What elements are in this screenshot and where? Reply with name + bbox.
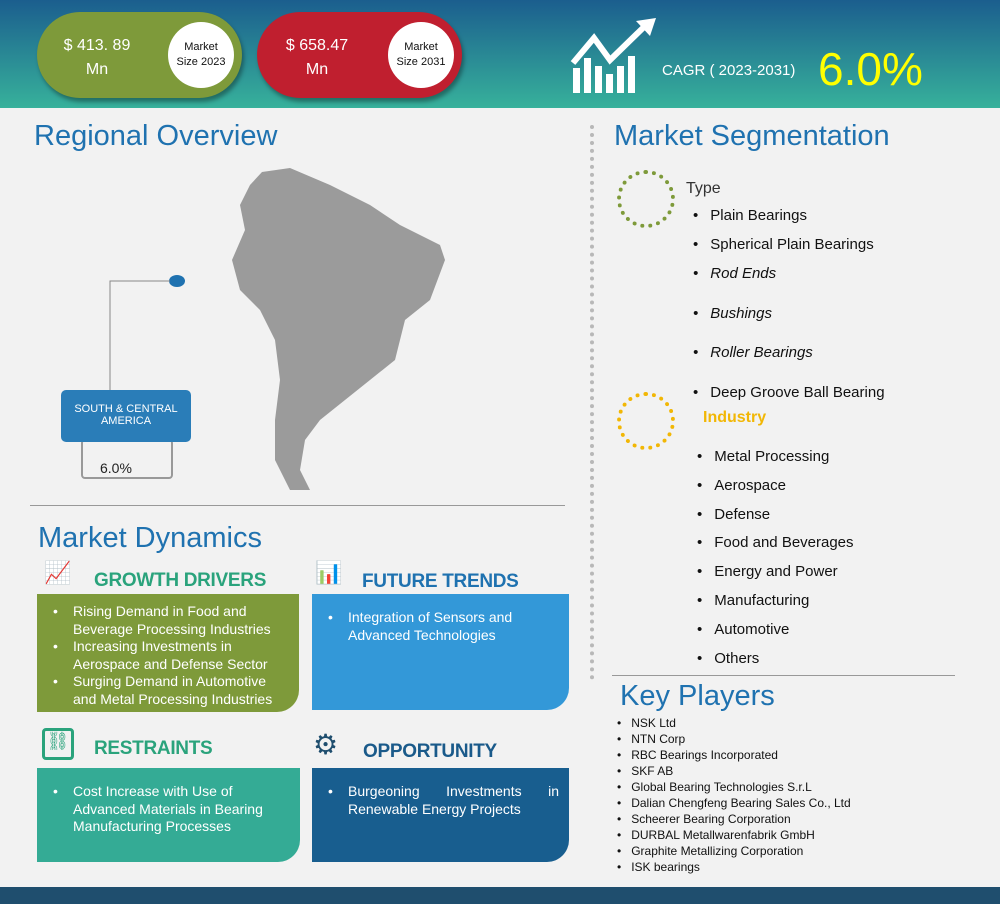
type-item: Plain Bearings bbox=[693, 207, 807, 224]
type-heading: Type bbox=[686, 180, 721, 197]
market-2031-unit: Mn bbox=[305, 61, 329, 78]
industry-item: Food and Beverages bbox=[697, 534, 853, 551]
regional-overview-title: Regional Overview bbox=[34, 120, 278, 152]
key-player-item: RBC Bearings Incorporated bbox=[617, 748, 778, 762]
industry-item: Aerospace bbox=[697, 477, 786, 494]
growth-drivers-title: GROWTH DRIVERS bbox=[94, 570, 267, 591]
opportunity-item: Burgeoning Investments in Renewable Ener… bbox=[328, 783, 559, 818]
industry-item: Others bbox=[697, 650, 759, 667]
trends-chart-icon: 📊 bbox=[315, 560, 343, 585]
industry-item: Automotive bbox=[697, 621, 789, 638]
gear-target-icon: ⚙ bbox=[313, 729, 339, 760]
key-player-item: NTN Corp bbox=[617, 732, 685, 746]
key-player-item: Dalian Chengfeng Bearing Sales Co., Ltd bbox=[617, 796, 850, 810]
type-item: Deep Groove Ball Bearing bbox=[693, 384, 884, 401]
market-2031-label: Market bbox=[404, 41, 438, 53]
market-2023-label: Market bbox=[184, 41, 218, 53]
industry-item: Metal Processing bbox=[697, 448, 829, 465]
market-segmentation-title: Market Segmentation bbox=[614, 120, 890, 152]
type-item: Rod Ends bbox=[693, 265, 776, 282]
section-divider bbox=[30, 505, 565, 506]
restraint-item: Cost Increase with Use of Advanced Mater… bbox=[53, 783, 290, 836]
industry-item: Energy and Power bbox=[697, 563, 837, 580]
key-players-title: Key Players bbox=[620, 680, 775, 712]
type-item: Bushings bbox=[693, 305, 772, 322]
key-player-item: NSK Ltd bbox=[617, 716, 676, 730]
key-player-item: Scheerer Bearing Corporation bbox=[617, 812, 790, 826]
key-player-item: Graphite Metallizing Corporation bbox=[617, 844, 803, 858]
key-player-item: SKF AB bbox=[617, 764, 673, 778]
broken-link-icon: ⛓ bbox=[42, 728, 74, 760]
market-2023-unit: Mn bbox=[85, 61, 109, 78]
type-document-icon bbox=[617, 170, 675, 228]
footer-bar bbox=[0, 887, 1000, 904]
growth-driver-item: Surging Demand in Automotive and Metal P… bbox=[53, 673, 289, 708]
market-2023-year: Size 2023 bbox=[176, 56, 226, 68]
industry-item: Manufacturing bbox=[697, 592, 809, 609]
restraints-title: RESTRAINTS bbox=[94, 738, 213, 759]
key-player-item: Global Bearing Technologies S.r.L bbox=[617, 780, 812, 794]
growth-driver-item: Increasing Investments in Aerospace and … bbox=[53, 638, 289, 673]
future-trend-item: Integration of Sensors and Advanced Tech… bbox=[328, 609, 559, 644]
type-item: Roller Bearings bbox=[693, 344, 813, 361]
opportunity-title: OPPORTUNITY bbox=[363, 741, 497, 762]
industry-heading: Industry bbox=[703, 409, 767, 426]
south-america-map bbox=[81, 168, 445, 490]
market-dynamics-title: Market Dynamics bbox=[38, 522, 262, 554]
future-trends-title: FUTURE TRENDS bbox=[362, 571, 519, 592]
type-item: Spherical Plain Bearings bbox=[693, 236, 873, 253]
growth-chart-icon: 📈 bbox=[44, 560, 72, 585]
growth-chart-icon bbox=[570, 18, 656, 93]
key-player-item: DURBAL Metallwarenfabrik GmbH bbox=[617, 828, 815, 842]
market-2023-value: $ 413. 89 bbox=[63, 37, 131, 54]
industry-document-icon bbox=[617, 392, 675, 450]
cagr-value: 6.0% bbox=[818, 43, 923, 95]
restraints-box: Cost Increase with Use of Advanced Mater… bbox=[37, 768, 300, 862]
future-trends-box: Integration of Sensors and Advanced Tech… bbox=[312, 594, 569, 710]
region-cagr: 6.0% bbox=[100, 460, 132, 476]
opportunity-box: Burgeoning Investments in Renewable Ener… bbox=[312, 768, 569, 862]
market-2031-year: Size 2031 bbox=[396, 56, 446, 68]
growth-driver-item: Rising Demand in Food and Beverage Proce… bbox=[53, 603, 289, 638]
growth-drivers-box: Rising Demand in Food and Beverage Proce… bbox=[37, 594, 299, 712]
key-player-item: ISK bearings bbox=[617, 860, 700, 874]
market-2031-value: $ 658.47 bbox=[285, 37, 349, 54]
industry-item: Defense bbox=[697, 506, 770, 523]
segmentation-divider bbox=[612, 675, 955, 676]
region-label-box: SOUTH & CENTRAL AMERICA bbox=[61, 390, 191, 442]
vertical-divider bbox=[590, 125, 594, 680]
cagr-label: CAGR ( 2023-2031) bbox=[662, 62, 796, 79]
